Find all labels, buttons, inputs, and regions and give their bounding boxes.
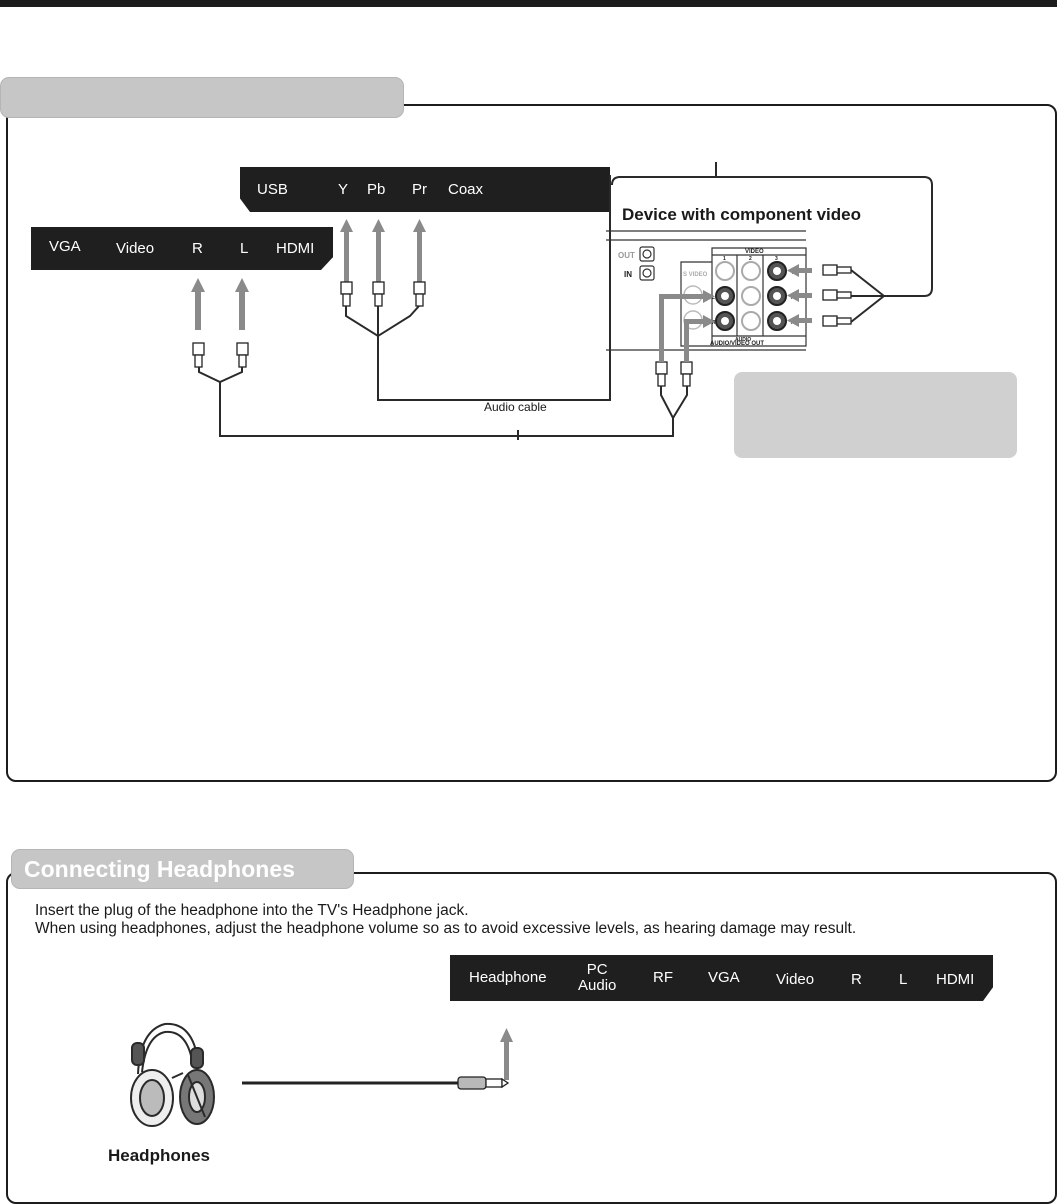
- port-l-label: L: [240, 240, 249, 257]
- arrow-l: [239, 290, 245, 330]
- port-pb-label: Pb: [367, 181, 386, 198]
- port-audio-label: Audio: [578, 977, 617, 994]
- component-connection-drawing: OUT IN VIDEO 1 2 3 S VIDEO AUDIO AUDIO/V…: [191, 162, 933, 440]
- port-pc-label: PC: [586, 961, 608, 978]
- port-video-label: Video: [116, 240, 155, 257]
- port-vga-label: VGA: [49, 238, 81, 255]
- arrow-pr: [417, 230, 422, 282]
- video-col-1: 1: [723, 256, 726, 262]
- port-usb-label: USB: [257, 181, 288, 198]
- component-arrows: [191, 219, 426, 330]
- port-rf-label: RF: [653, 969, 673, 986]
- port-vga2-label: VGA: [708, 969, 740, 986]
- port-video2-label: Video: [776, 971, 815, 988]
- port-headphone-label: Headphone: [469, 969, 547, 986]
- headphones-section-title: Connecting Headphones: [24, 856, 295, 882]
- port-pc-audio-label: PC Audio: [578, 962, 616, 994]
- video-col-2: 2: [749, 256, 752, 262]
- arrow-pb: [376, 230, 381, 282]
- port-hdmi-label: HDMI: [276, 240, 315, 257]
- video-header-label: VIDEO: [745, 249, 764, 255]
- jack-r-label: R: [712, 320, 716, 326]
- arrow-y: [344, 230, 349, 282]
- component-section-tab: [0, 77, 404, 118]
- port-pr-label: Pr: [412, 181, 427, 198]
- port-coax-label: Coax: [448, 181, 484, 198]
- port-hdmi2-label: HDMI: [936, 971, 975, 988]
- port-l2-label: L: [899, 971, 908, 988]
- port-y-label: Y: [338, 181, 349, 198]
- port-r-label: R: [192, 240, 203, 257]
- instruction-line-2: When using headphones, adjust the headph…: [35, 920, 857, 937]
- top-rule: [0, 0, 1057, 7]
- component-cables: [198, 162, 933, 440]
- device-jacks: [683, 261, 787, 331]
- arrow-r: [195, 290, 201, 330]
- audio-cable-label: Audio cable: [484, 400, 547, 414]
- top-port-strip: USB Y Pb Pr Coax: [240, 167, 610, 212]
- headphones-instructions: Insert the plug of the headphone into th…: [35, 902, 856, 938]
- headphones-section-tab: Connecting Headphones: [11, 849, 354, 889]
- headphones-caption: Headphones: [108, 1146, 211, 1165]
- device-side-plugs: [822, 264, 852, 327]
- av-out-label: AUDIO/VIDEO OUT: [710, 341, 764, 347]
- rf-out-label: OUT: [618, 251, 635, 260]
- jack-l-label: L: [712, 295, 715, 301]
- instruction-line-1: Insert the plug of the headphone into th…: [35, 902, 469, 919]
- audio-header-label: AUDIO: [735, 337, 751, 343]
- port-r2-label: R: [851, 971, 862, 988]
- svideo-label: S VIDEO: [683, 272, 708, 278]
- headphone-port-strip: Headphone PC Audio RF VGA Video R L HDMI: [450, 955, 993, 1001]
- rf-in-label: IN: [624, 270, 632, 279]
- bottom-port-strip: VGA Video R L HDMI: [31, 227, 333, 270]
- device-title: Device with component video: [622, 205, 861, 224]
- video-col-3: 3: [775, 256, 778, 262]
- device-arrows: [659, 264, 812, 362]
- note-box: [734, 372, 1017, 458]
- device-back-panel: [606, 230, 807, 351]
- component-plugs: [192, 281, 693, 387]
